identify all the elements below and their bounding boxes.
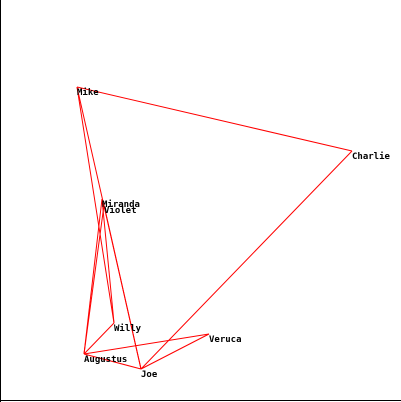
edge-augustus-joe (83, 353, 142, 370)
edge-violet-augustus (83, 204, 105, 355)
edge-mike-willy (76, 86, 115, 324)
node-label-willy: Willy (114, 323, 142, 334)
edge-miranda-willy (101, 198, 115, 324)
node-label-miranda: Miranda (102, 199, 140, 210)
edge-mike-charlie (76, 86, 353, 152)
edge-joe-veruca (140, 333, 210, 370)
edge-charlie-joe (140, 150, 353, 370)
node-label-augustus: Augustus (84, 355, 127, 365)
edges-layer (76, 86, 353, 370)
edge-augustus-veruca (83, 333, 210, 355)
node-label-veruca: Veruca (209, 335, 242, 345)
node-label-charlie: Charlie (352, 151, 391, 162)
node-label-mike: Mike (77, 87, 99, 98)
node-label-joe: Joe (141, 370, 158, 380)
edge-augustus-willy (83, 322, 115, 355)
edge-violet-joe (103, 204, 142, 370)
node-label-violet: Violet (104, 205, 137, 216)
labels-layer: MikeCharlieMirandaVioletWillyVerucaAugus… (77, 87, 391, 380)
